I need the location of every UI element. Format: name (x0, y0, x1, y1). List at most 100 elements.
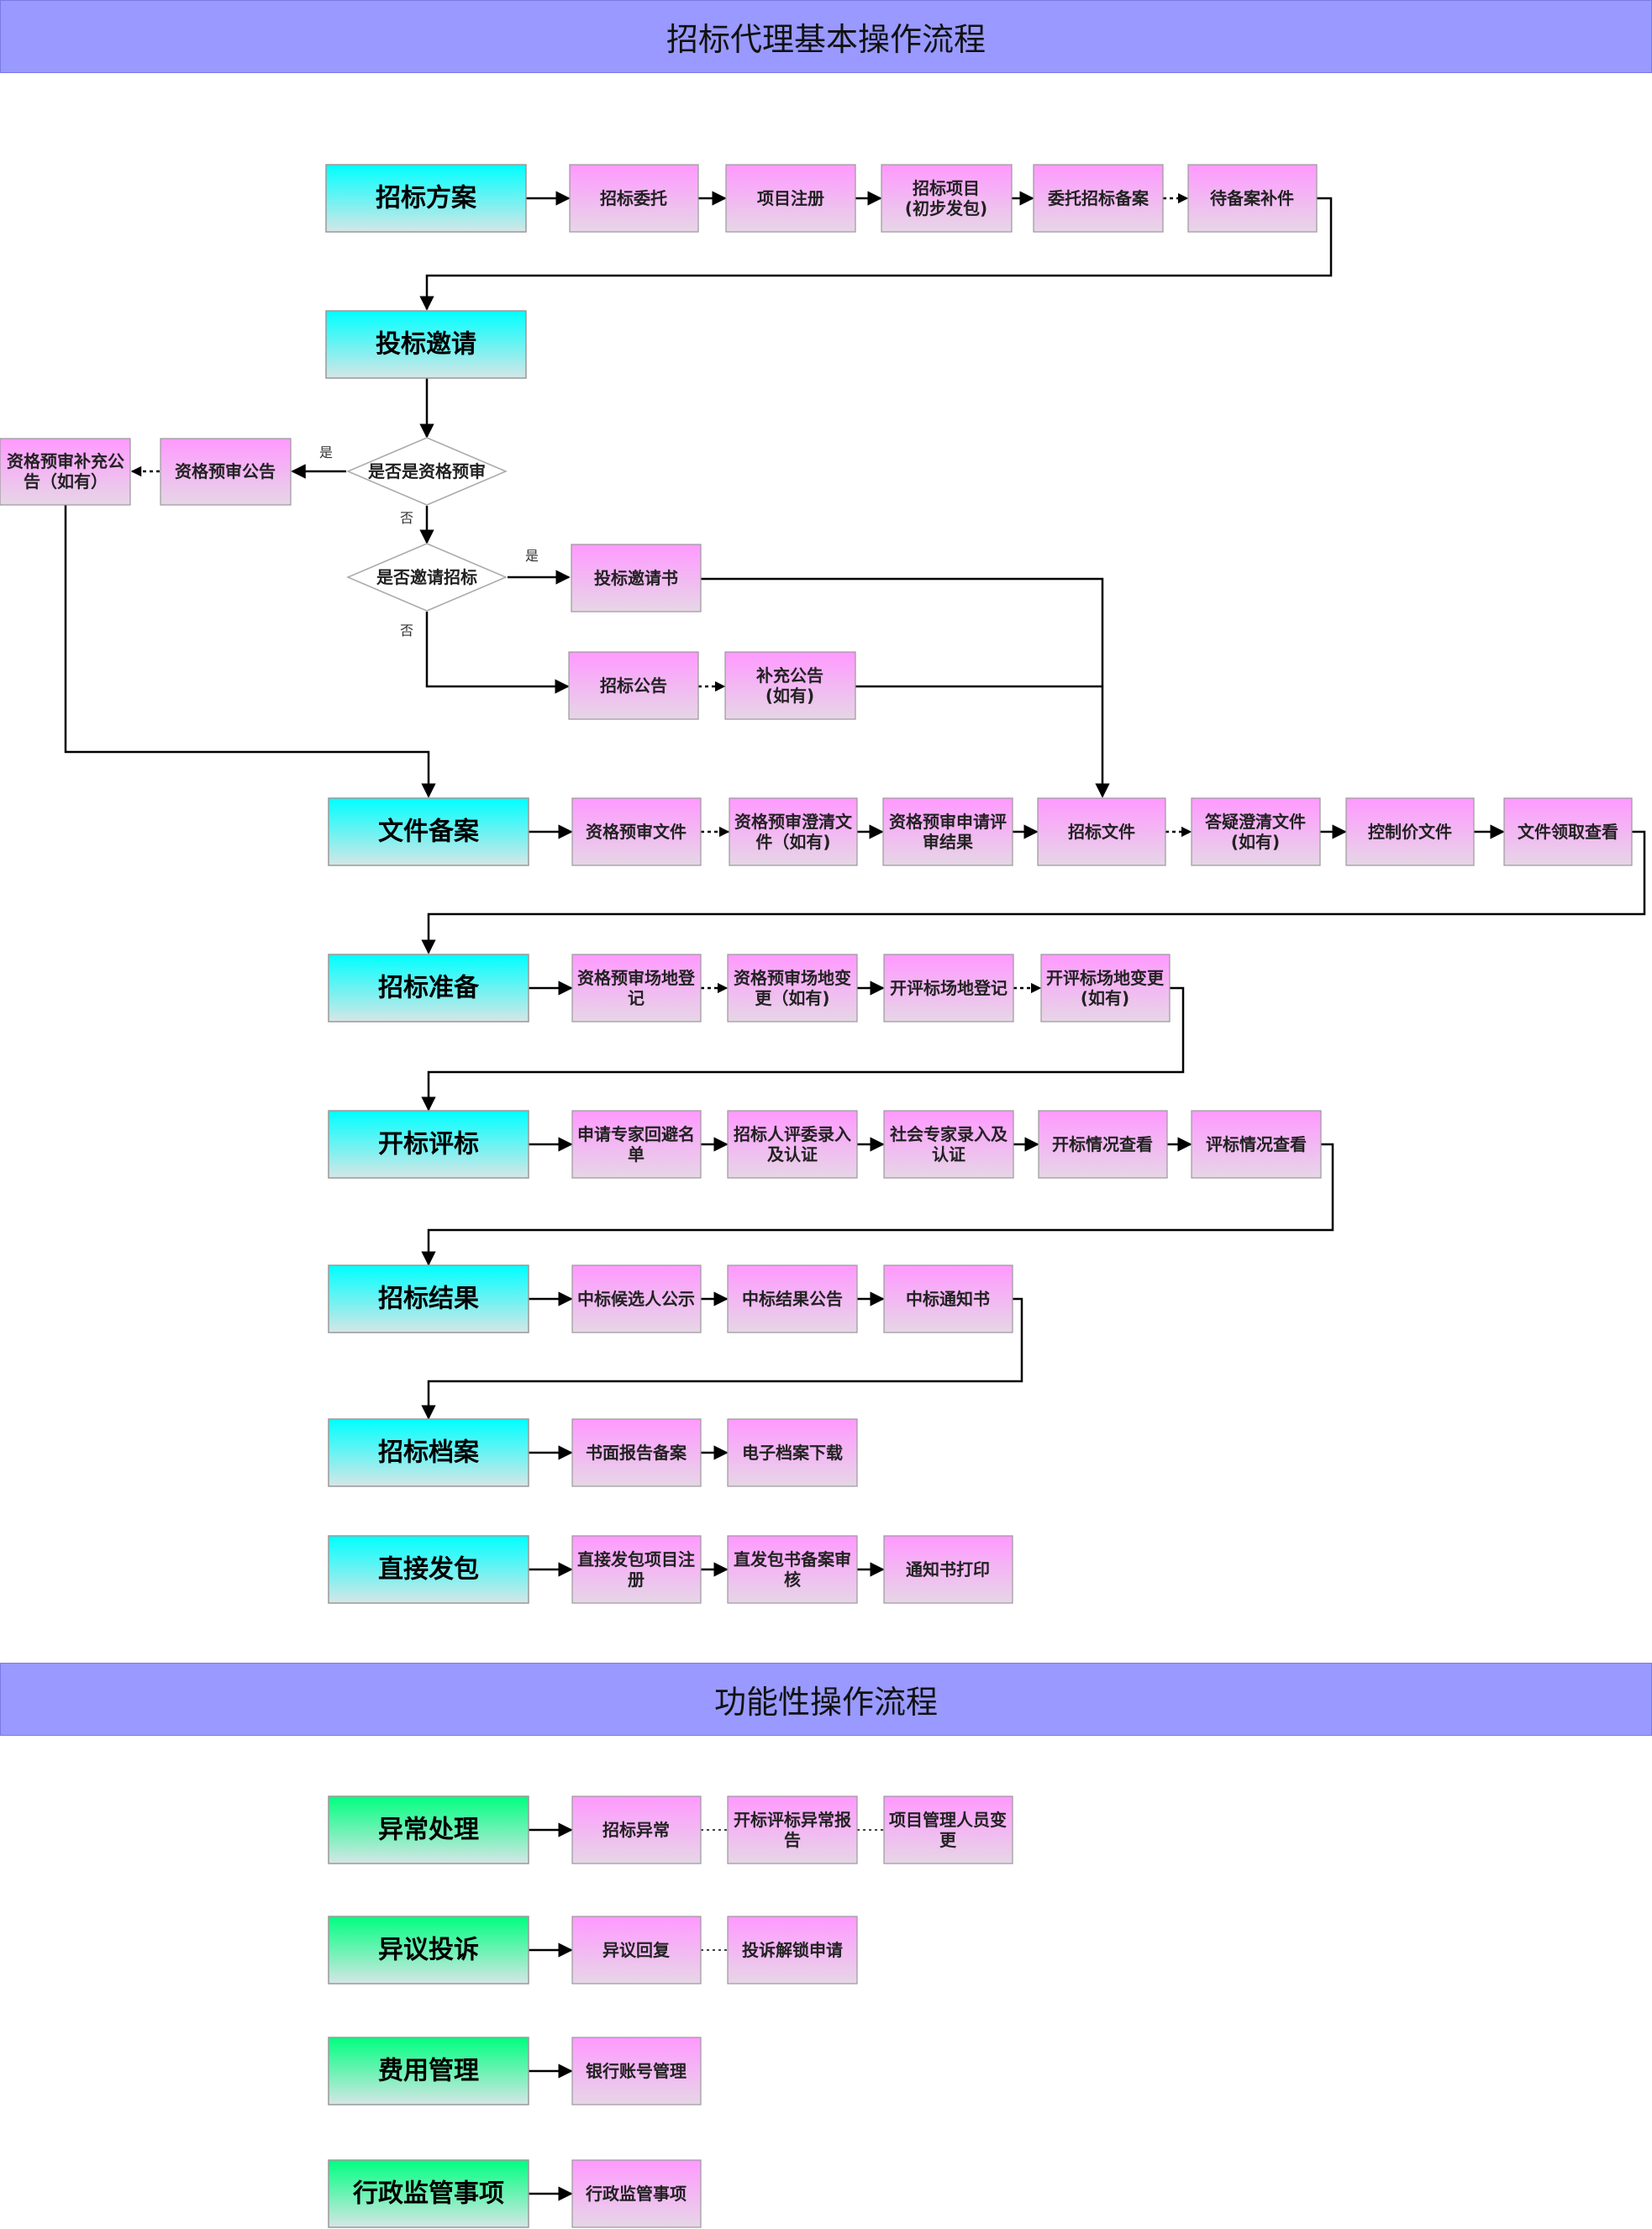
stage-box[interactable]: 文件备案 (328, 797, 529, 866)
edge-label-yes: 是 (319, 444, 333, 460)
function-box[interactable]: 异常处理 (328, 1795, 529, 1864)
step-label: 通知书打印 (906, 1559, 990, 1580)
step-box[interactable]: 资格预审申请评 审结果 (882, 797, 1013, 866)
step-label: 项目管理人员变 (889, 1810, 1007, 1830)
step-label: 单 (628, 1144, 644, 1164)
step-box[interactable]: 开评标场地变更 (如有) (1040, 954, 1171, 1023)
step-box[interactable]: 招标人评委录入 及认证 (727, 1110, 858, 1179)
step-label: (如有) (1231, 832, 1280, 852)
step-box[interactable]: 招标项目 (初步发包) (881, 164, 1013, 233)
stage-label: 招标档案 (378, 1438, 480, 1468)
decision-invite[interactable]: 是否邀请招标 (346, 543, 508, 612)
step-box[interactable]: 招标公告 (568, 651, 699, 720)
step-box[interactable]: 投诉解锁申请 (727, 1916, 858, 1985)
step-box[interactable]: 行政监管事项 (571, 2159, 702, 2228)
step-label: (如有) (765, 686, 814, 706)
stage-label: 行政监管事项 (352, 2179, 504, 2209)
connector (419, 197, 1333, 311)
step-box[interactable]: 资格预审补充公 告（如有） (0, 438, 131, 506)
step-label: 书面报告备案 (586, 1443, 687, 1463)
step-label: 审结果 (923, 832, 973, 852)
step-label: 招标公告 (600, 676, 667, 696)
step-box[interactable]: 评标情况查看 (1191, 1110, 1322, 1179)
step-box[interactable]: 通知书打印 (883, 1535, 1013, 1604)
stage-label: 异常处理 (378, 1816, 479, 1845)
stage-label: 招标结果 (378, 1285, 479, 1314)
step-label: 核 (784, 1569, 801, 1590)
step-box[interactable]: 资格预审文件 (571, 797, 702, 866)
step-box[interactable]: 补充公告 (如有) (724, 651, 856, 720)
step-box[interactable]: 招标异常 (571, 1795, 702, 1864)
step-box[interactable]: 中标通知书 (883, 1264, 1013, 1333)
step-box[interactable]: 委托招标备案 (1033, 164, 1164, 233)
step-box[interactable]: 项目注册 (725, 164, 856, 233)
step-box[interactable]: 资格预审场地变 更（如有) (727, 954, 858, 1023)
step-box[interactable]: 控制价文件 (1345, 797, 1475, 866)
step-label: 资格预审澄清文 (734, 812, 853, 832)
step-box[interactable]: 社会专家录入及 认证 (883, 1110, 1014, 1179)
stage-box[interactable]: 招标方案 (325, 164, 527, 233)
step-box[interactable]: 开标情况查看 (1038, 1110, 1168, 1179)
step-label: 社会专家录入及 (889, 1124, 1008, 1144)
step-label: 告（如有） (24, 471, 108, 492)
step-label: 项目注册 (757, 188, 824, 208)
edge-label-no: 否 (400, 510, 413, 526)
step-label: 委托招标备案 (1047, 188, 1150, 208)
step-label: 招标委托 (600, 188, 667, 208)
step-box[interactable]: 答疑澄清文件 (如有) (1191, 797, 1321, 866)
step-label: 控制价文件 (1368, 822, 1452, 842)
step-box[interactable]: 中标候选人公示 (571, 1264, 702, 1333)
step-box[interactable]: 书面报告备案 (571, 1418, 702, 1487)
stage-box[interactable]: 招标准备 (328, 954, 529, 1023)
step-box[interactable]: 银行账号管理 (571, 2037, 702, 2105)
stage-box[interactable]: 投标邀请 (325, 310, 527, 379)
step-box[interactable]: 直发包书备案审 核 (727, 1535, 858, 1604)
function-box[interactable]: 费用管理 (328, 2037, 529, 2105)
stage-box[interactable]: 开标评标 (328, 1110, 529, 1179)
step-box[interactable]: 文件领取查看 (1503, 797, 1633, 866)
step-box[interactable]: 开标评标异常报 告 (727, 1795, 858, 1864)
stage-box[interactable]: 招标档案 (328, 1418, 529, 1487)
step-label: 招标项目 (913, 178, 980, 198)
stage-box[interactable]: 招标结果 (328, 1264, 529, 1333)
step-box[interactable]: 投标邀请书 (571, 544, 702, 612)
step-box[interactable]: 资格预审场地登 记 (571, 954, 702, 1023)
function-box[interactable]: 行政监管事项 (328, 2159, 529, 2228)
step-label: 开标情况查看 (1052, 1134, 1153, 1154)
step-label: 认证 (932, 1144, 965, 1164)
step-box[interactable]: 资格预审澄清文 件（如有) (729, 797, 858, 866)
connector (64, 504, 436, 798)
step-label: 资格预审申请评 (889, 812, 1007, 832)
step-box[interactable]: 中标结果公告 (727, 1264, 858, 1333)
step-label: 投标邀请书 (594, 568, 678, 588)
step-label: 中标候选人公示 (577, 1289, 695, 1309)
stage-label: 异议投诉 (378, 1936, 479, 1965)
step-box[interactable]: 开评标场地登记 (883, 954, 1014, 1023)
decision-prequal[interactable]: 是否是资格预审 (346, 437, 508, 506)
step-box[interactable]: 申请专家回避名 单 (571, 1110, 702, 1179)
step-box[interactable]: 电子档案下载 (727, 1418, 858, 1487)
step-box[interactable]: 资格预审公告 (160, 438, 292, 506)
step-label: 资格预审场地登 (577, 968, 696, 988)
connector (701, 577, 1110, 798)
step-label: 资格预审公告 (175, 461, 276, 481)
stage-box[interactable]: 直接发包 (328, 1535, 529, 1604)
step-label: 资格预审补充公 (7, 451, 124, 471)
step-label: 更 (939, 1830, 957, 1850)
step-label: 记 (628, 988, 644, 1008)
step-box[interactable]: 待备案补件 (1187, 164, 1318, 233)
step-label: 中标结果公告 (742, 1289, 843, 1309)
connector (421, 1143, 1334, 1266)
step-label: 资格预审场地变 (734, 968, 851, 988)
step-box[interactable]: 招标委托 (569, 164, 699, 233)
edge-label-no: 否 (400, 623, 413, 639)
stage-label: 开标评标 (378, 1130, 479, 1159)
function-box[interactable]: 异议投诉 (328, 1916, 529, 1985)
step-label: 答疑澄清文件 (1205, 812, 1306, 832)
step-box[interactable]: 直接发包项目注 册 (571, 1535, 702, 1604)
step-label: 招标人评委录入 (734, 1124, 851, 1144)
step-box[interactable]: 异议回复 (571, 1916, 702, 1985)
step-label: 银行账号管理 (586, 2061, 687, 2081)
step-box[interactable]: 招标文件 (1037, 797, 1166, 866)
step-box[interactable]: 项目管理人员变 更 (883, 1795, 1013, 1864)
